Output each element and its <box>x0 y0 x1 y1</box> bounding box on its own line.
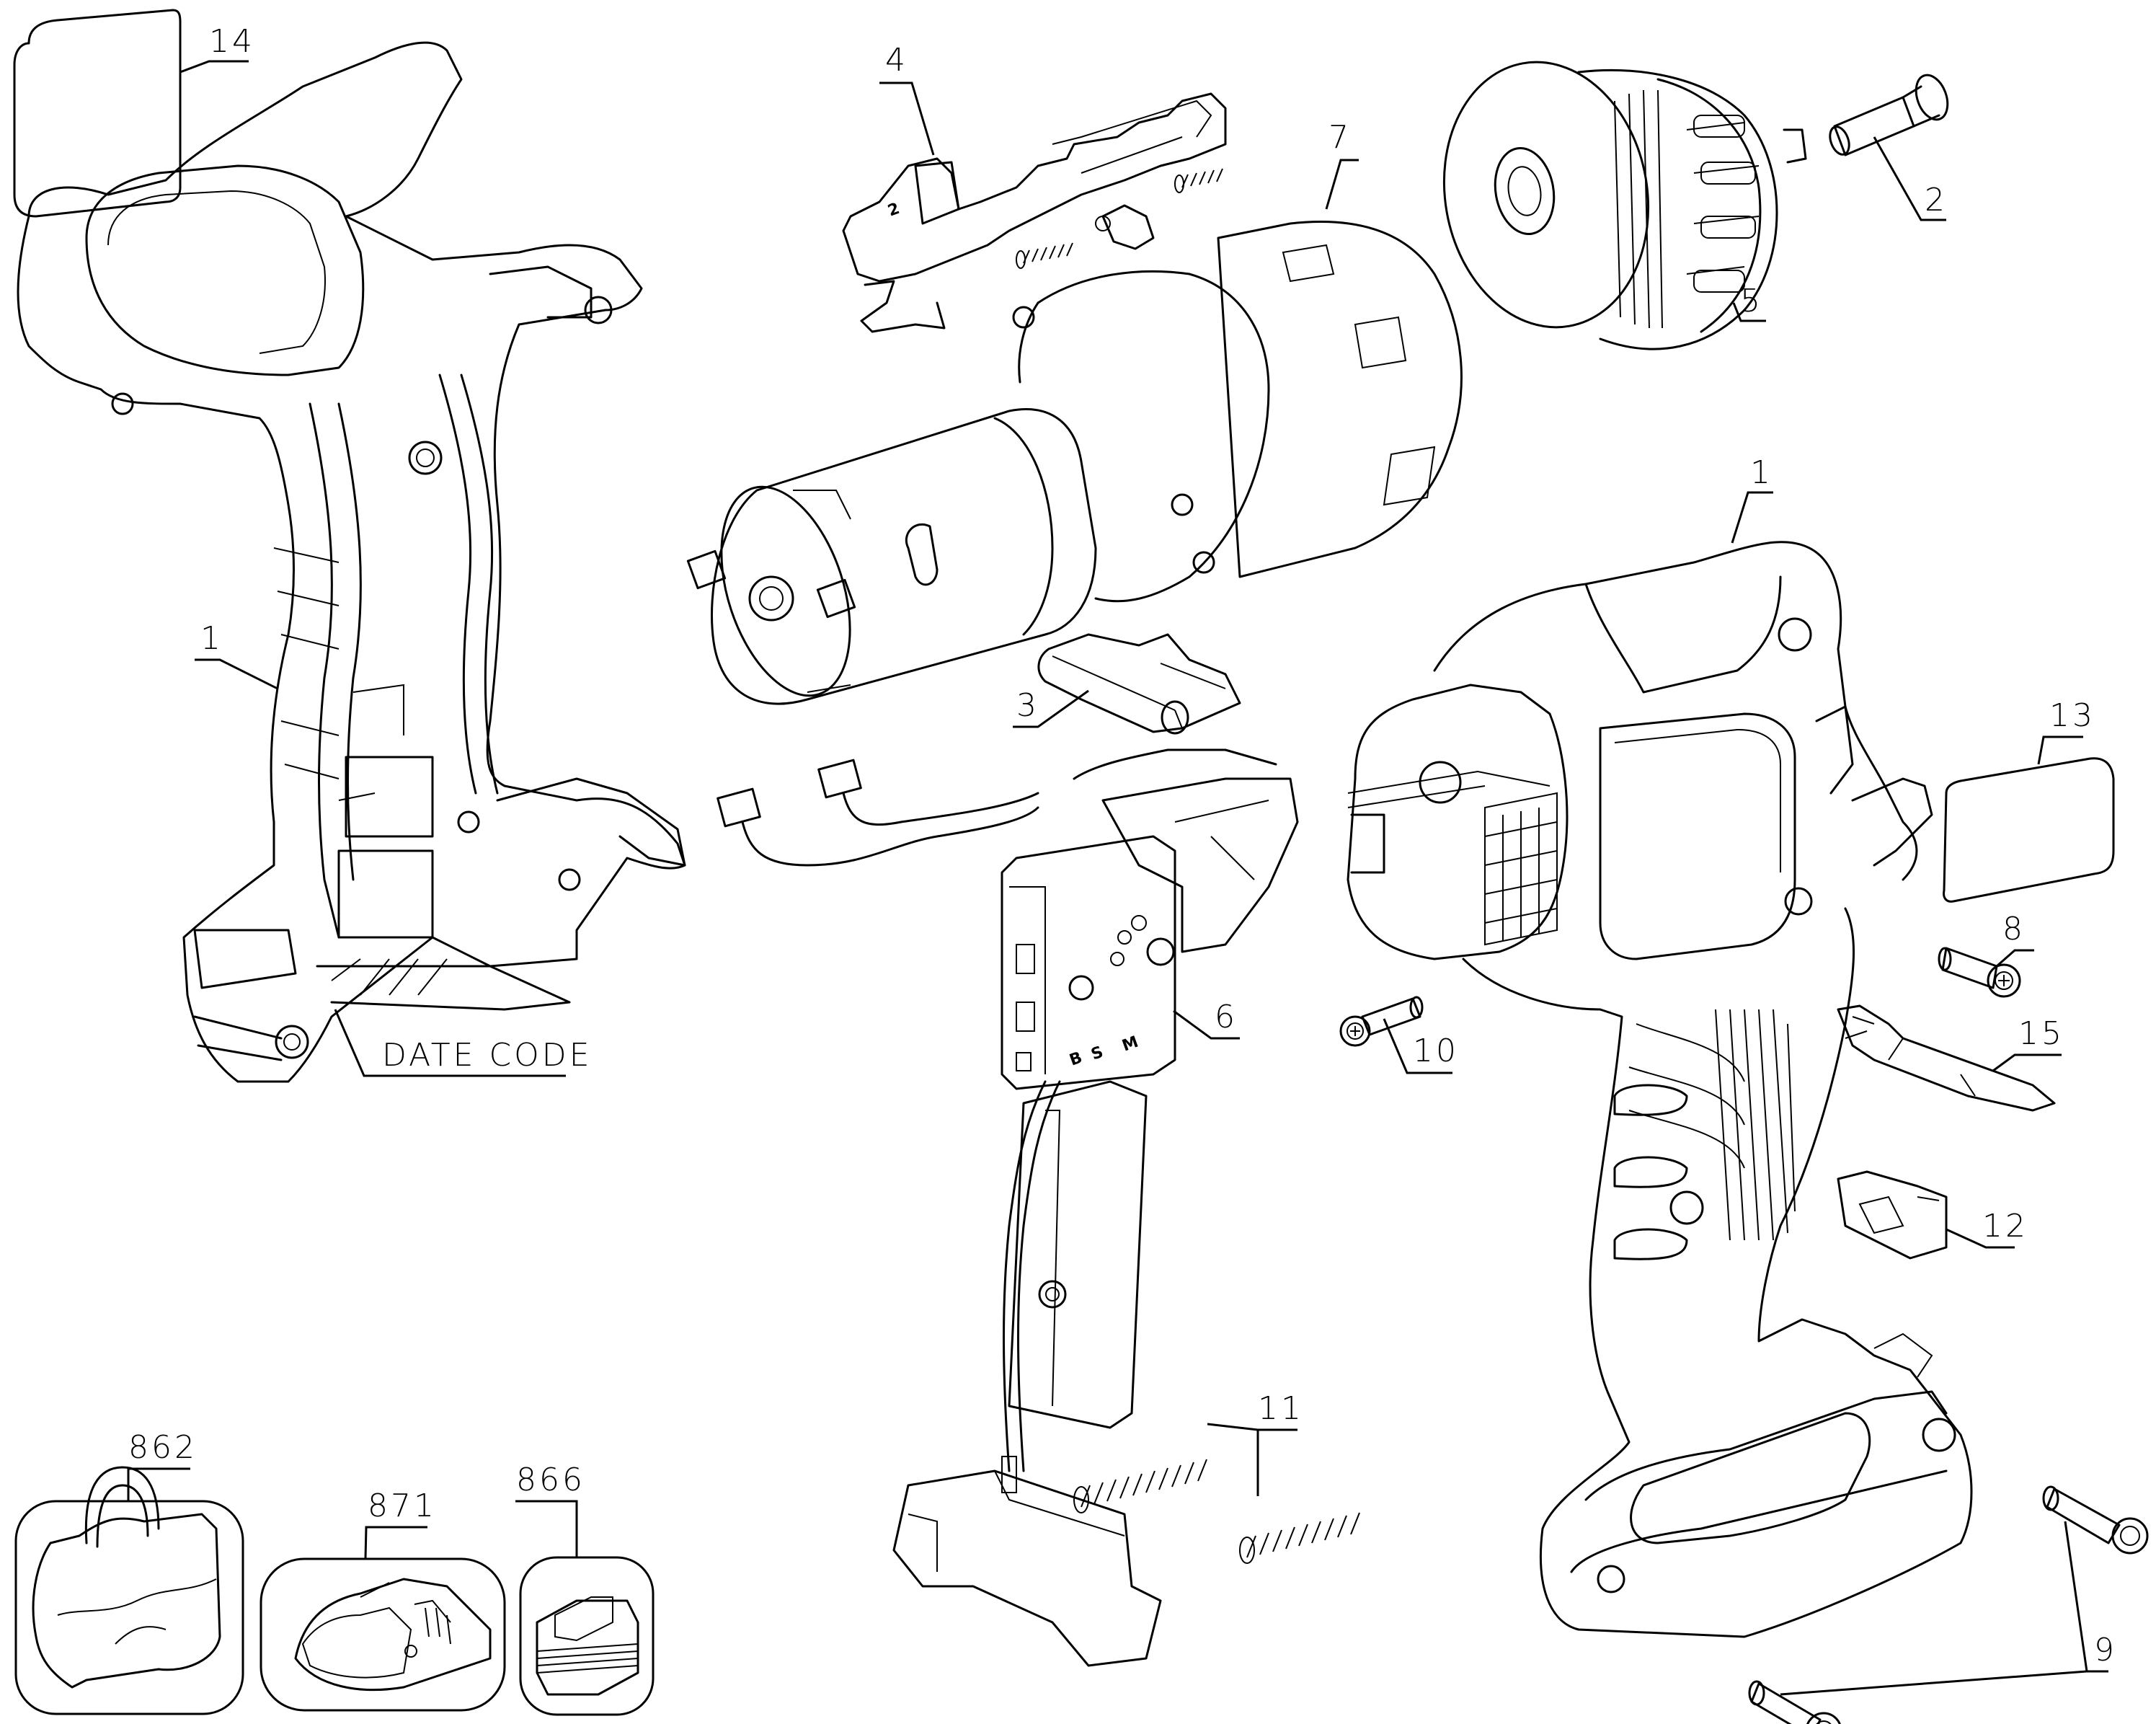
callout-8: 8 <box>1996 911 2034 968</box>
callouts: 14 4 7 5 2 1 1 3 <box>127 23 2117 1696</box>
callout-label-4: 4 <box>885 42 908 79</box>
callout-label-862: 862 <box>128 1429 198 1466</box>
callout-label-866: 866 <box>516 1462 585 1498</box>
switch-mark-s: S <box>1089 1043 1106 1064</box>
switch-mark-m: M <box>1120 1033 1141 1056</box>
date-code-label: DATE CODE <box>382 1037 593 1074</box>
accessory-charger <box>259 1557 506 1712</box>
callout-13: 13 <box>2037 697 2095 765</box>
callout-12: 12 <box>1946 1208 2028 1249</box>
callout-14: 14 <box>179 23 255 74</box>
callout-label-871: 871 <box>368 1487 437 1524</box>
callout-label-10: 10 <box>1413 1033 1459 1069</box>
callout-label-8: 8 <box>2002 911 2026 947</box>
shifter-assembly: 2 <box>842 92 1227 333</box>
chuck-screw <box>1829 74 1949 156</box>
callout-label-14: 14 <box>209 23 255 60</box>
screw-10 <box>1339 996 1424 1047</box>
callout-label-2: 2 <box>1925 182 1948 218</box>
callout-label-1-left: 1 <box>200 620 223 657</box>
callout-11: 11 <box>1207 1390 1304 1496</box>
screw-9 <box>2042 1485 2149 1555</box>
callout-3: 3 <box>1013 687 1089 728</box>
callout-label-12: 12 <box>1982 1208 2028 1245</box>
callout-1-right: 1 <box>1731 454 1773 544</box>
callout-10: 10 <box>1383 1018 1459 1074</box>
housing-left <box>17 41 686 1083</box>
spring <box>1073 1459 1207 1513</box>
screw-8 <box>1938 947 2021 998</box>
shifter-spring <box>1174 168 1223 193</box>
motor-gearbox-assembly <box>686 221 1463 705</box>
callout-label-9: 9 <box>2094 1632 2117 1668</box>
switch-mark-b: B <box>1068 1048 1085 1069</box>
screw-9 <box>1748 1680 1841 1724</box>
terminal-springs <box>1073 1459 1360 1564</box>
callout-4: 4 <box>879 42 935 156</box>
decal-label-right <box>1943 757 2115 903</box>
forward-reverse-button <box>1037 633 1241 735</box>
bit-clip <box>1837 1170 1948 1260</box>
decal-label-left <box>13 9 182 218</box>
callout-2: 2 <box>1873 136 1948 221</box>
callout-9: 9 <box>1780 1521 2117 1696</box>
callout-5: 5 <box>1732 283 1766 322</box>
accessory-battery-pack <box>519 1556 655 1716</box>
housing-right <box>1347 541 1973 1638</box>
callout-871: 871 <box>364 1487 437 1560</box>
callout-date-code: DATE CODE <box>334 1009 593 1077</box>
shifter-spring <box>1016 242 1073 269</box>
callout-7: 7 <box>1325 119 1359 210</box>
callout-label-7: 7 <box>1328 119 1352 156</box>
callout-label-3: 3 <box>1016 687 1039 724</box>
callout-866: 866 <box>515 1462 585 1557</box>
switch-terminal-marks: B S M <box>1068 1033 1141 1070</box>
callout-862: 862 <box>127 1429 198 1501</box>
shifter-gear-mark: 2 <box>886 200 902 221</box>
accessory-tool-bag <box>14 1466 244 1715</box>
callout-label-11: 11 <box>1258 1390 1304 1427</box>
screwdriver-bit <box>1837 1004 2056 1112</box>
callout-15: 15 <box>1992 1015 2064 1072</box>
callout-1-left: 1 <box>195 620 278 690</box>
callout-label-15: 15 <box>2018 1015 2064 1052</box>
spring <box>1239 1512 1360 1564</box>
callout-label-6: 6 <box>1215 999 1238 1035</box>
callout-label-5: 5 <box>1740 283 1763 319</box>
chuck <box>1442 61 1807 350</box>
callout-label-1-right: 1 <box>1750 454 1773 491</box>
callout-label-13: 13 <box>2049 697 2095 734</box>
callout-6: 6 <box>1173 999 1240 1040</box>
switch-assembly: B S M <box>717 748 1299 1667</box>
